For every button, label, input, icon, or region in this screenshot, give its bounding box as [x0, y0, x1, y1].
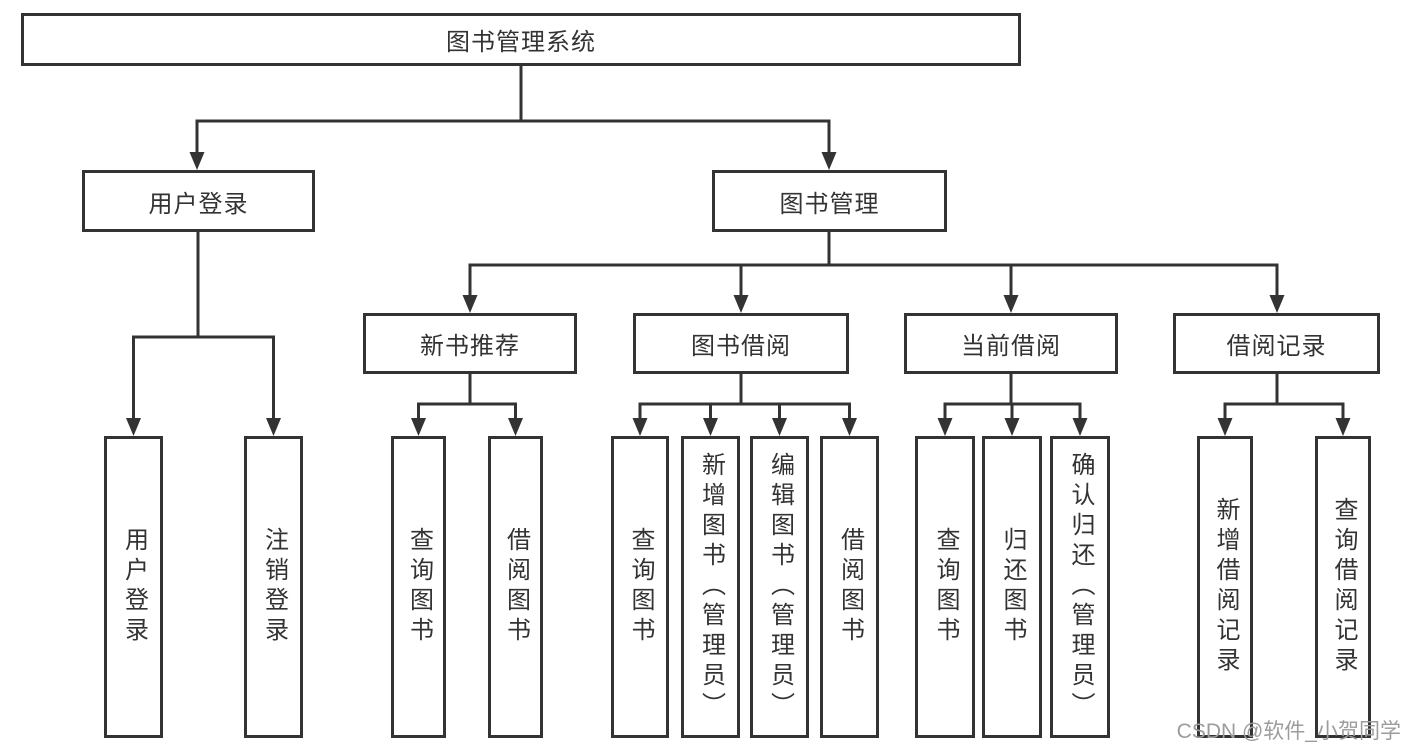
node-label: 当前借阅 [961, 333, 1061, 360]
node-leaf-logout: 注销登录 [244, 436, 303, 738]
node-new-book-recommend: 新书推荐 [363, 313, 577, 374]
node-borrow-record: 借阅记录 [1173, 313, 1380, 374]
node-leaf-query-borrow-record: 查询借阅记录 [1315, 436, 1371, 738]
node-label: 新增借阅记录 [1212, 497, 1239, 677]
node-leaf-user-login: 用户登录 [104, 436, 163, 738]
node-leaf-borrow-book-1: 借阅图书 [488, 436, 543, 738]
node-label: 查询图书 [932, 527, 959, 647]
node-label: 图书管理 [779, 190, 880, 218]
node-label: 编辑图书（管理员） [766, 452, 794, 722]
node-system-root: 图书管理系统 [21, 13, 1021, 66]
node-leaf-add-borrow-record: 新增借阅记录 [1197, 436, 1253, 738]
node-leaf-return-book: 归还图书 [982, 436, 1042, 738]
node-label: 查询图书 [405, 527, 433, 647]
node-leaf-borrow-book-2: 借阅图书 [820, 436, 879, 738]
node-leaf-edit-book-admin: 编辑图书（管理员） [750, 436, 809, 738]
node-label: 借阅图书 [502, 527, 530, 647]
node-label: 图书借阅 [691, 333, 791, 360]
arrowheads [126, 152, 1351, 436]
csdn-watermark: CSDN @软件_小贺同学 [1176, 720, 1401, 743]
node-label: 归还图书 [999, 527, 1026, 647]
node-label: 注销登录 [260, 527, 288, 647]
node-book-borrow: 图书借阅 [633, 313, 849, 374]
node-leaf-confirm-return-admin: 确认归还（管理员） [1050, 436, 1110, 738]
node-label: 新增图书（管理员） [697, 452, 725, 722]
node-label: 用户登录 [120, 527, 148, 647]
node-leaf-add-book-admin: 新增图书（管理员） [681, 436, 740, 738]
node-label: 查询图书 [627, 527, 654, 647]
node-user-login: 用户登录 [82, 170, 315, 232]
node-label: 用户登录 [148, 190, 249, 218]
node-label: 借阅记录 [1226, 333, 1327, 360]
node-label: 图书管理系统 [446, 29, 596, 56]
node-leaf-query-book-3: 查询图书 [915, 436, 975, 738]
node-current-borrow: 当前借阅 [904, 313, 1118, 374]
node-book-management: 图书管理 [712, 170, 947, 232]
node-label: 确认归还（管理员） [1067, 452, 1094, 722]
node-label: 新书推荐 [420, 333, 520, 360]
node-leaf-query-book-1: 查询图书 [391, 436, 446, 738]
node-leaf-query-book-2: 查询图书 [611, 436, 669, 738]
node-label: 查询借阅记录 [1330, 497, 1357, 677]
node-label: 借阅图书 [836, 527, 864, 647]
